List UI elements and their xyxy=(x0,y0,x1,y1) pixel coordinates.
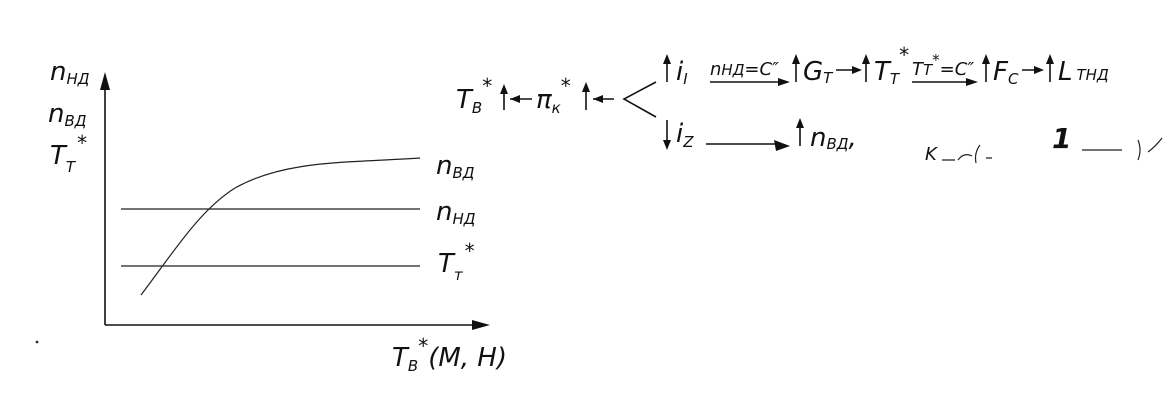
stray-mark xyxy=(35,340,39,344)
y-label-n-vd: nВД xyxy=(48,99,87,130)
up-arrow-head-icon xyxy=(1046,54,1054,64)
dependency-chain: TВ* πк* iI nНД=C″ GТ xyxy=(456,43,1163,165)
curve-label-n-nd: nНД xyxy=(436,197,476,228)
chain-t-t: TТ* xyxy=(874,43,909,88)
graph: nНД nВД TТ* nВД nНД Tт* TВ*(M, H) xyxy=(35,57,507,375)
bold-mark: 1 xyxy=(1052,122,1071,155)
left-arrow-head-icon xyxy=(510,95,520,103)
chain-start-tb: TВ* xyxy=(456,74,492,117)
condition-n-nd-const: nНД=C″ xyxy=(710,59,779,80)
condition-t-t-const: TТ*=C″ xyxy=(912,51,974,80)
partial-formula-strokes xyxy=(942,144,992,164)
y-label-t-t: TТ* xyxy=(50,131,87,176)
right-arrow-head-icon xyxy=(774,140,790,151)
right-arrow-head-icon xyxy=(1034,66,1044,74)
up-arrow-head-icon xyxy=(500,84,508,94)
curve-label-n-vd: nВД xyxy=(436,151,475,182)
left-arrow-head-icon xyxy=(593,95,603,103)
curve-n-vd xyxy=(140,157,421,296)
chain-i-1: iI xyxy=(676,57,688,88)
y-axis-arrow-icon xyxy=(100,72,110,90)
down-arrow-head-icon xyxy=(663,140,671,150)
chain-n-vd: nВД, xyxy=(810,123,857,153)
up-arrow-head-icon xyxy=(582,82,590,92)
chain-pi-k: πк* xyxy=(536,74,571,117)
up-arrow-head-icon xyxy=(982,54,990,64)
chain-f-c: FС xyxy=(993,57,1019,88)
partial-formula: K xyxy=(925,144,938,165)
partial-formula-tail xyxy=(1137,137,1163,161)
chain-g-t: GТ xyxy=(803,57,834,87)
curve-label-t-t: Tт* xyxy=(438,239,475,284)
x-label: TВ*(M, H) xyxy=(392,334,507,375)
up-arrow-head-icon xyxy=(663,54,671,64)
up-arrow-head-icon xyxy=(796,118,804,128)
right-arrow-head-icon xyxy=(852,66,862,74)
up-arrow-head-icon xyxy=(792,54,800,64)
right-arrow-head-icon xyxy=(778,78,790,86)
x-axis-arrow-icon xyxy=(472,320,490,330)
right-arrow-head-icon xyxy=(966,78,978,86)
fork-bracket xyxy=(622,81,657,118)
up-arrow-head-icon xyxy=(862,54,870,64)
chain-i-z: iZ xyxy=(676,119,694,151)
y-label-n-nd: nНД xyxy=(50,57,90,88)
